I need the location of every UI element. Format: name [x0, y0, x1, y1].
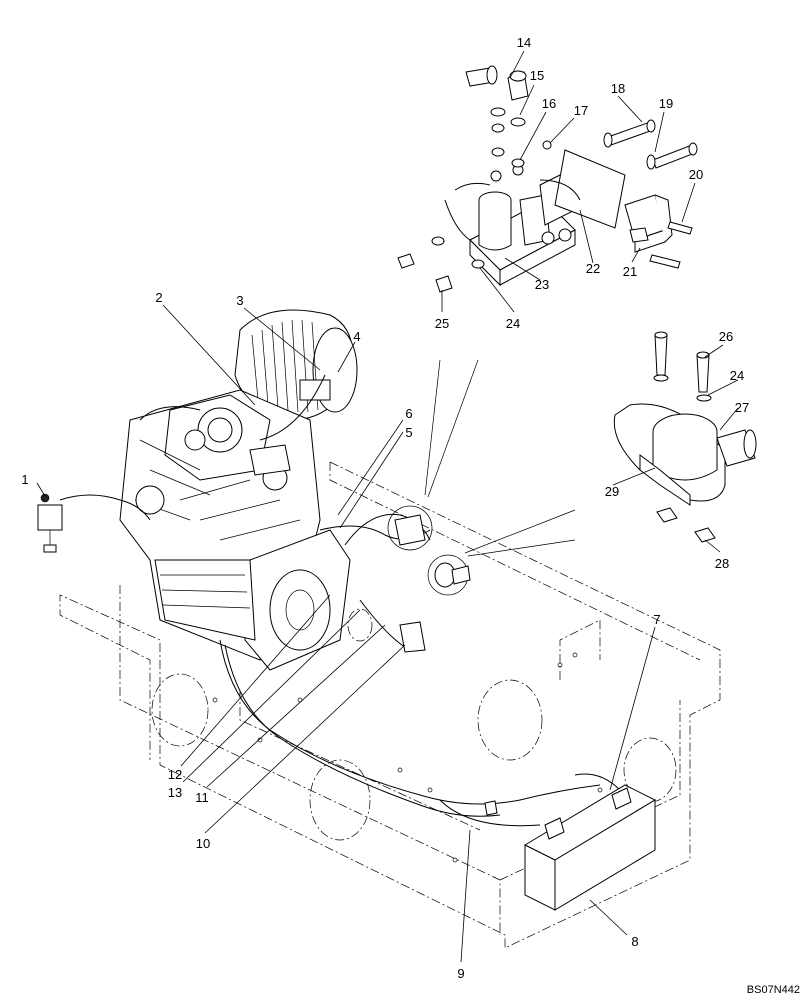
callout-22: 22: [586, 261, 600, 276]
battery: [523, 784, 657, 911]
callout-27: 27: [735, 400, 749, 415]
callout-14: 14: [517, 35, 531, 50]
reference-code: BS07N442: [747, 984, 800, 996]
leader-lines: [36, 50, 739, 963]
callout-19: 19: [659, 96, 673, 111]
callout-9: 9: [457, 966, 464, 981]
solenoid-detail: [387, 359, 576, 596]
callout-23: 23: [535, 277, 549, 292]
callout-21: 21: [623, 264, 637, 279]
engine: [119, 389, 351, 671]
callout-7: 7: [653, 612, 660, 627]
callout-6: 6: [405, 406, 412, 421]
callout-labels: 1 2 3 4 5 6 7 8 9 10 11 12 13 14 15 16 1…: [21, 35, 749, 981]
callout-17: 17: [574, 103, 588, 118]
air-cleaner: [234, 309, 358, 421]
callout-28: 28: [715, 556, 729, 571]
callout-3: 3: [236, 293, 243, 308]
chassis-frame: [59, 461, 721, 949]
callout-24b: 24: [730, 368, 744, 383]
callout-1: 1: [21, 472, 28, 487]
callout-12: 12: [168, 767, 182, 782]
callout-29: 29: [605, 484, 619, 499]
callout-4: 4: [353, 329, 360, 344]
sender-item-1: [37, 493, 63, 553]
callout-20: 20: [689, 167, 703, 182]
callout-18: 18: [611, 81, 625, 96]
callout-11: 11: [195, 790, 209, 805]
callout-16: 16: [542, 96, 556, 111]
callout-2: 2: [155, 290, 162, 305]
callout-15: 15: [530, 68, 544, 83]
callout-26: 26: [719, 329, 733, 344]
thermostat-housing: [613, 331, 757, 543]
callout-13: 13: [168, 785, 182, 800]
callout-8: 8: [631, 934, 638, 949]
starter-solenoid-assembly: [397, 65, 698, 293]
callout-24: 24: [506, 316, 520, 331]
callout-25: 25: [435, 316, 449, 331]
callout-10: 10: [196, 836, 210, 851]
callout-5: 5: [405, 425, 412, 440]
